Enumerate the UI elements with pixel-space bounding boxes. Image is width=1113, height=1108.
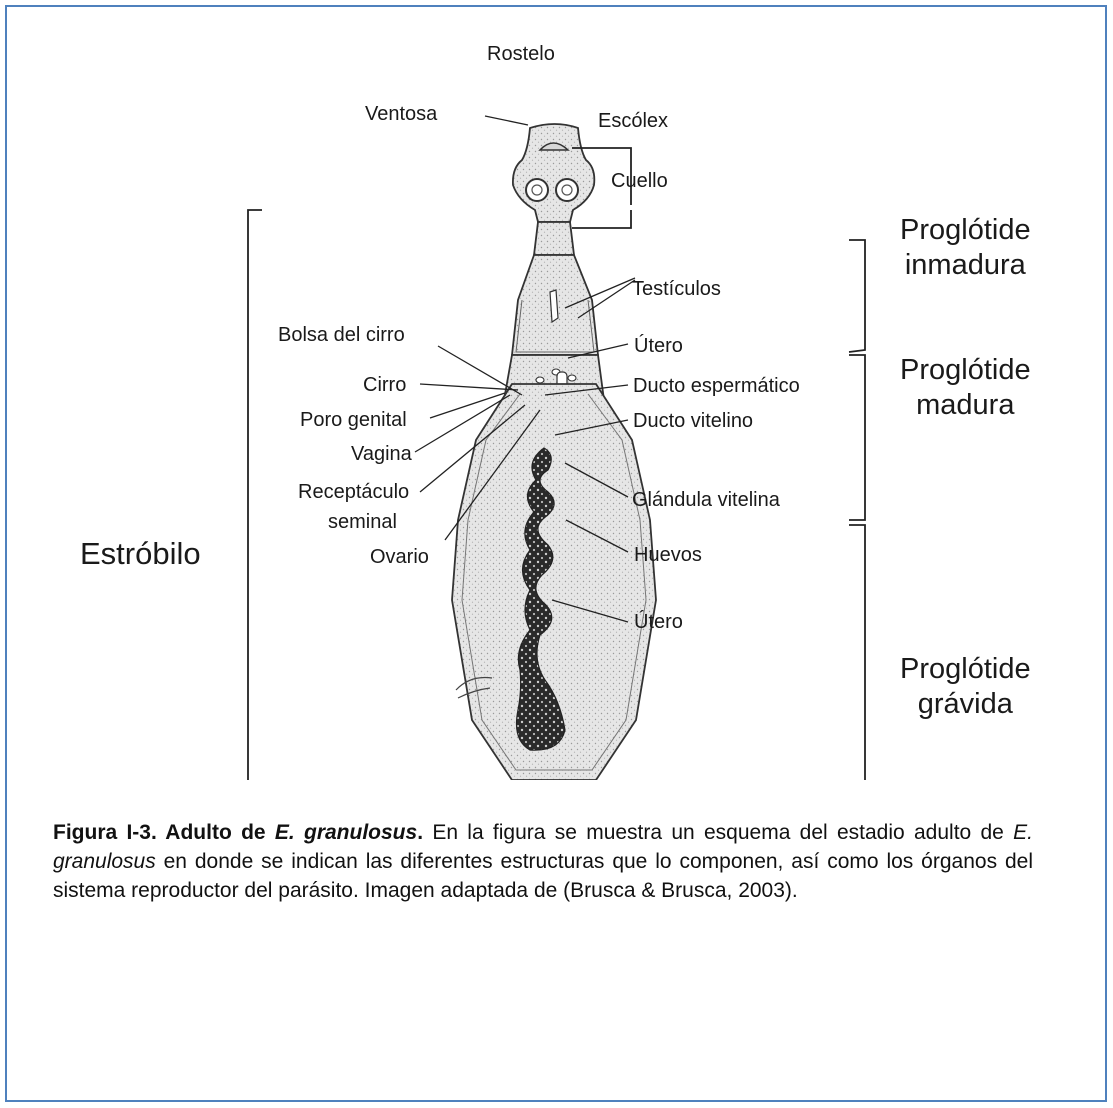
section-inmadura-line1: Proglótide <box>900 213 1031 248</box>
section-gravida-line1: Proglótide <box>900 652 1031 687</box>
label-ducto-vitelino: Ducto vitelino <box>633 411 753 431</box>
section-madura-line1: Proglótide <box>900 353 1031 388</box>
section-gravida: Proglótide grávida <box>900 652 1031 723</box>
label-cirro: Cirro <box>363 375 406 395</box>
figure-caption: Figura I-3. Adulto de E. granulosus. En … <box>53 819 1033 905</box>
label-glandula-vitelina: Glándula vitelina <box>632 490 780 510</box>
label-bolsa-cirro: Bolsa del cirro <box>278 325 405 345</box>
label-escolex: Escólex <box>598 111 668 131</box>
ventosa-left <box>526 179 548 201</box>
label-receptaculo-2: seminal <box>328 512 397 532</box>
label-ventosa: Ventosa <box>365 104 437 124</box>
label-cuello: Cuello <box>611 171 668 191</box>
label-receptaculo-1: Receptáculo <box>298 482 409 502</box>
label-estrobilo: Estróbilo <box>80 535 201 573</box>
label-huevos: Huevos <box>634 545 702 565</box>
label-poro-genital: Poro genital <box>300 410 407 430</box>
label-vagina: Vagina <box>351 444 412 464</box>
label-utero-madura: Útero <box>634 336 683 356</box>
label-rostelo: Rostelo <box>487 44 555 64</box>
cuello-shape <box>534 222 574 255</box>
section-madura: Proglótide madura <box>900 353 1031 424</box>
label-ovario: Ovario <box>370 547 429 567</box>
section-madura-line2: madura <box>900 388 1031 423</box>
label-ducto-espermatico: Ducto espermático <box>633 376 800 396</box>
escolex-shape <box>513 124 594 222</box>
label-testiculos: Testículos <box>632 279 721 299</box>
section-inmadura-line2: inmadura <box>900 248 1031 283</box>
label-utero-gravida: Útero <box>634 612 683 632</box>
section-gravida-line2: grávida <box>900 687 1031 722</box>
section-inmadura: Proglótide inmadura <box>900 213 1031 284</box>
caption-text2: en donde se indican las diferentes estru… <box>53 850 1033 902</box>
ventosa-right <box>556 179 578 201</box>
caption-text1: En la figura se muestra un esquema del e… <box>423 821 1013 844</box>
caption-fig-label: Figura I-3. Adulto de <box>53 821 275 844</box>
caption-species: E. granulosus <box>275 821 417 844</box>
